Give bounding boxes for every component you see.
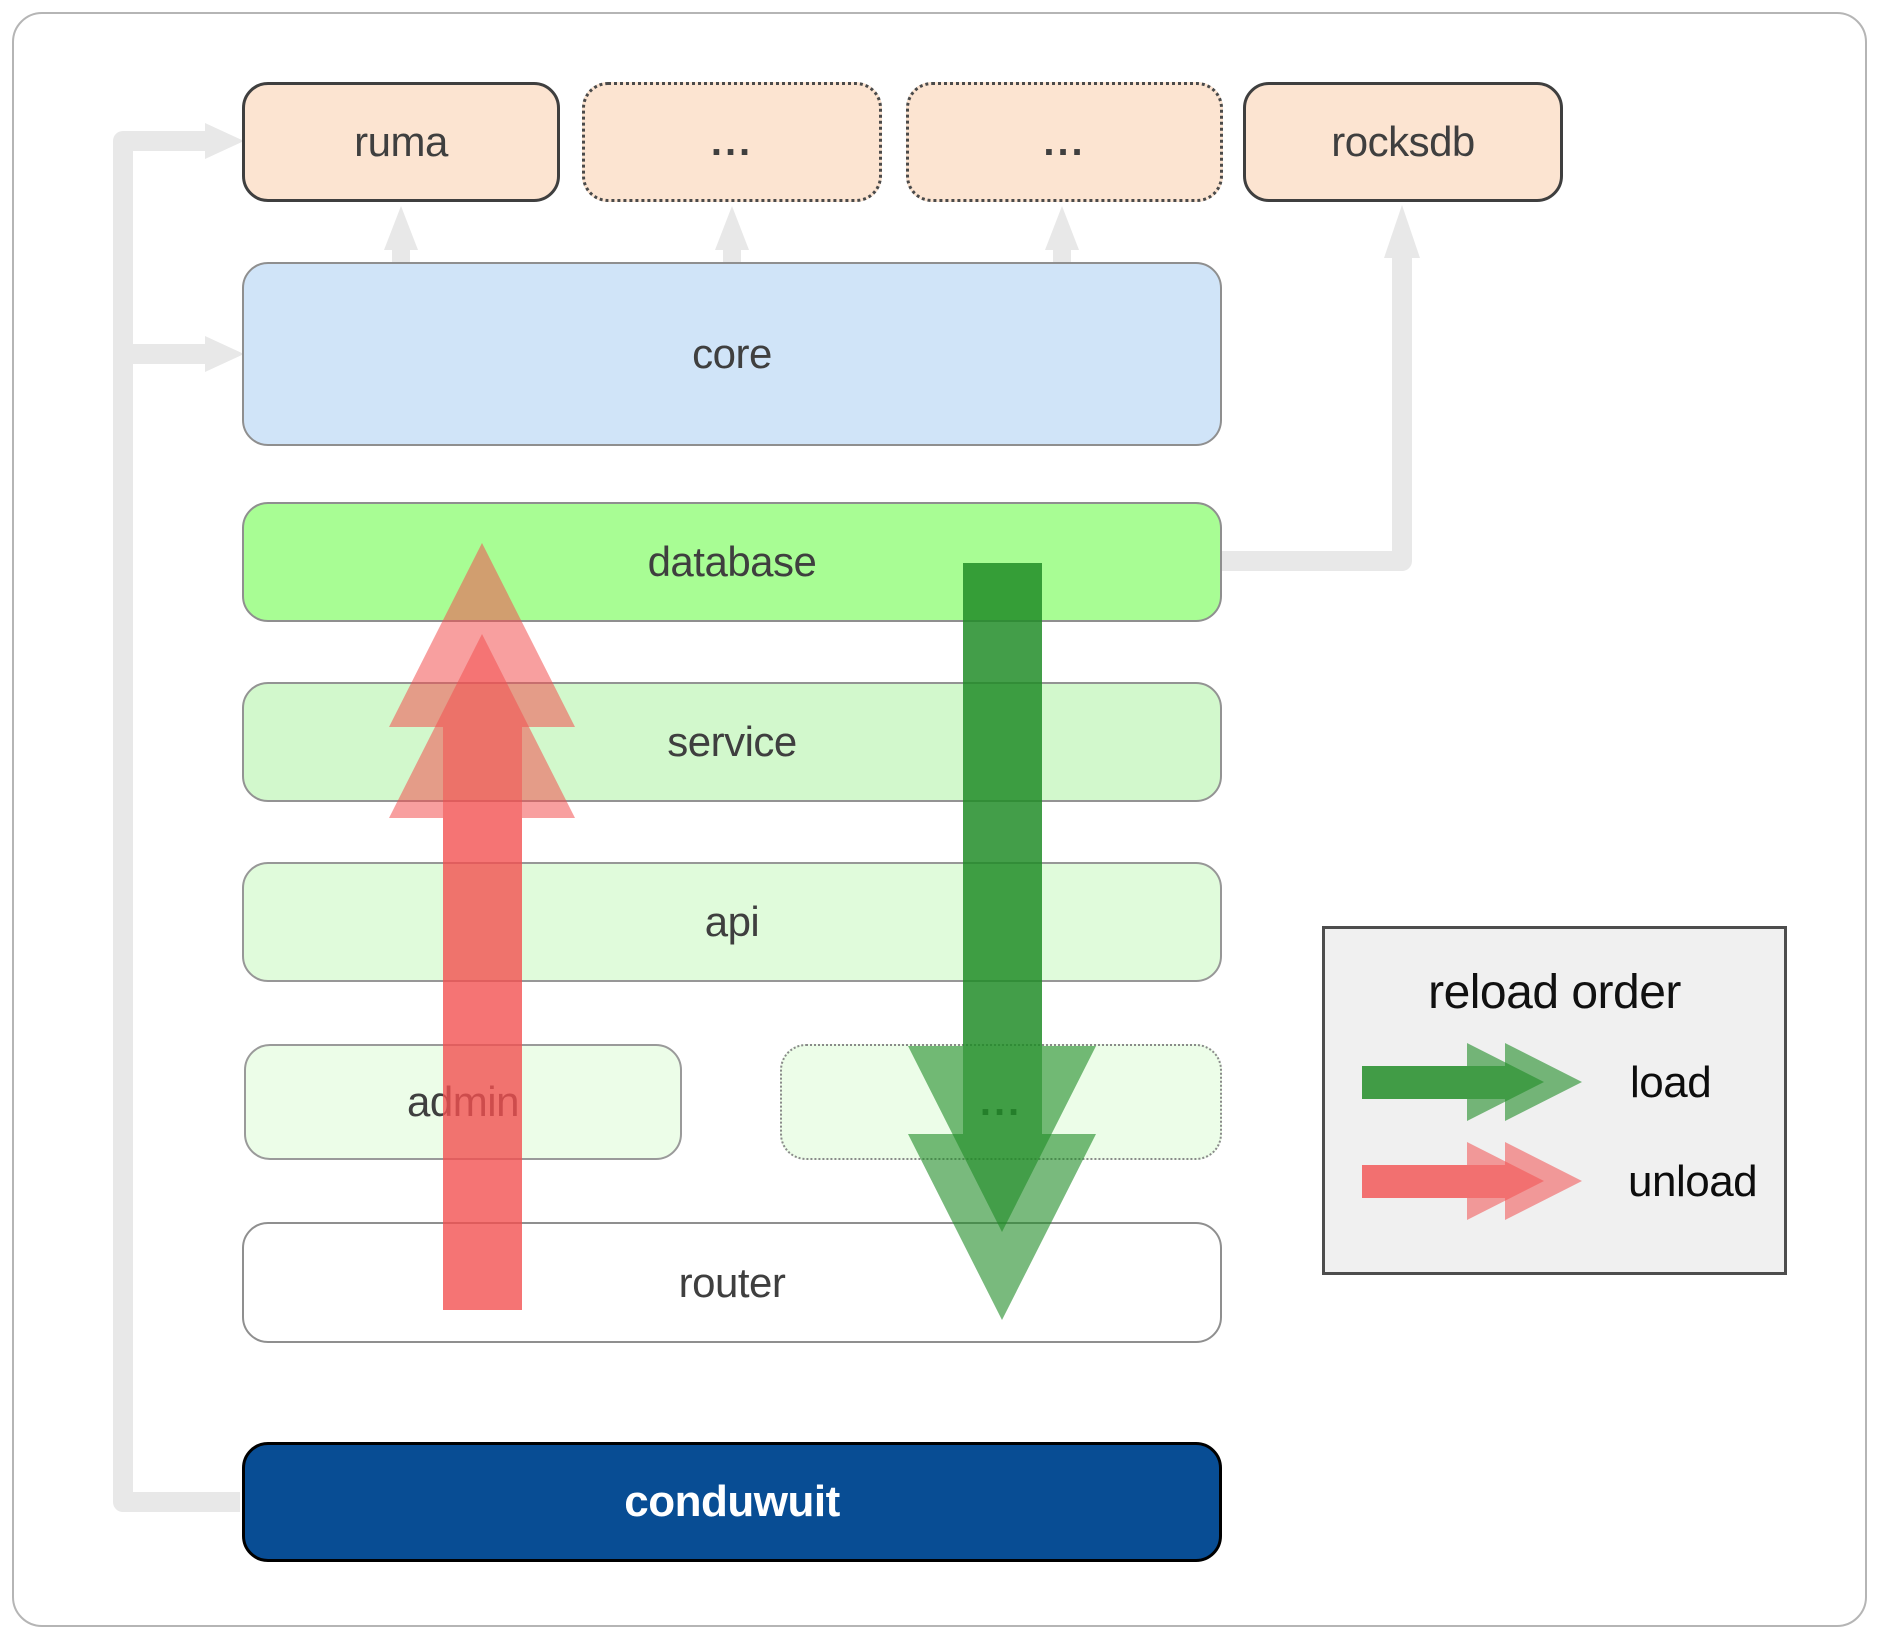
- legend: reload order load unload: [1322, 926, 1787, 1275]
- box-database: database: [242, 502, 1222, 622]
- box-service-more: ...: [780, 1044, 1222, 1160]
- box-dependency-more-1: ...: [582, 82, 882, 202]
- dependency-more-1-label: ...: [710, 119, 754, 164]
- box-api: api: [242, 862, 1222, 982]
- database-label: database: [647, 538, 817, 585]
- box-rocksdb: rocksdb: [1243, 82, 1563, 202]
- admin-label: admin: [407, 1078, 519, 1125]
- api-label: api: [704, 898, 760, 945]
- box-router: router: [242, 1222, 1222, 1343]
- legend-title: reload order: [1428, 966, 1681, 1019]
- box-admin: admin: [244, 1044, 682, 1160]
- box-core: core: [242, 262, 1222, 446]
- service-more-label: ...: [979, 1079, 1023, 1124]
- legend-unload-label: unload: [1628, 1157, 1758, 1206]
- box-service: service: [242, 682, 1222, 802]
- conduwuit-label: conduwuit: [624, 1477, 840, 1526]
- page-frame: [12, 12, 1867, 1627]
- box-conduwuit: conduwuit: [242, 1442, 1222, 1562]
- dependency-more-2-label: ...: [1043, 119, 1086, 164]
- router-label: router: [678, 1258, 786, 1306]
- rocksdb-label: rocksdb: [1331, 118, 1475, 165]
- core-label: core: [692, 330, 772, 377]
- legend-load-label: load: [1630, 1058, 1712, 1107]
- box-dependency-more-2: ...: [906, 82, 1223, 202]
- ruma-label: ruma: [354, 118, 448, 165]
- service-label: service: [667, 718, 797, 765]
- box-ruma: ruma: [242, 82, 560, 202]
